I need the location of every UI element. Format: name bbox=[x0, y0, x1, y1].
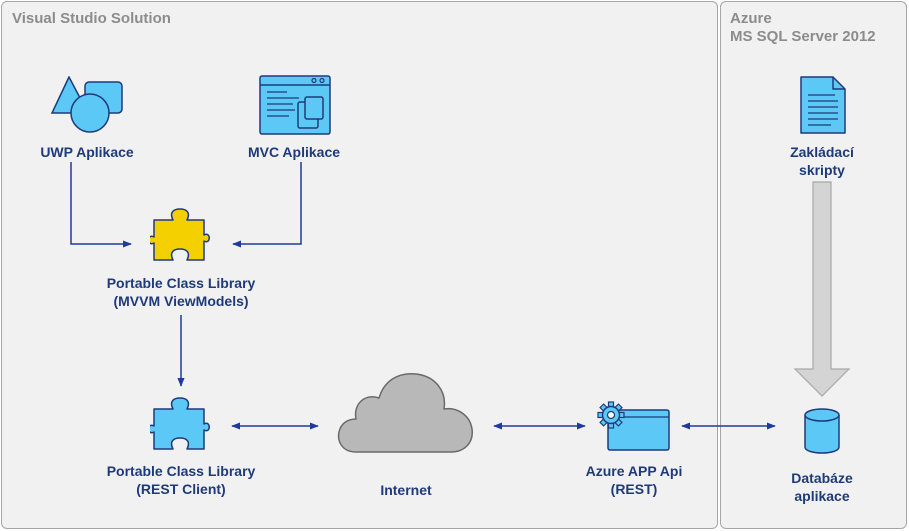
gear-icon bbox=[597, 401, 625, 429]
uwp-aplikace-label: UWP Aplikace bbox=[40, 144, 134, 160]
scripts-label: Zakládací skripty bbox=[762, 143, 882, 179]
pcl-viewmodels-label: Portable Class Library (MVVM ViewModels) bbox=[84, 274, 278, 310]
pcl-rest-client-label: Portable Class Library (REST Client) bbox=[84, 462, 278, 498]
azure-app-api-label: Azure APP Api (REST) bbox=[560, 462, 708, 498]
arrow-uwp-to-pcl bbox=[70, 162, 132, 248]
internet-label: Internet bbox=[380, 482, 432, 498]
pcl-rest-client-label-line1: Portable Class Library bbox=[106, 463, 256, 479]
mvc-aplikace-label: MVC Aplikace bbox=[247, 144, 341, 160]
puzzle-yellow-icon bbox=[150, 208, 210, 261]
scripts-label-line2: skripty bbox=[799, 162, 845, 178]
document-icon bbox=[800, 76, 846, 134]
arrow-scripts-to-database bbox=[793, 181, 851, 397]
scripts-label-line1: Zakládací bbox=[790, 144, 854, 160]
azure-app-api-label-line2: (REST) bbox=[610, 481, 658, 497]
puzzle-blue-icon bbox=[150, 397, 210, 450]
database-icon bbox=[804, 408, 840, 454]
browser-window-icon bbox=[259, 75, 331, 135]
cloud-icon bbox=[337, 373, 473, 453]
panel-title-sql-server: MS SQL Server 2012 bbox=[730, 28, 876, 45]
panel-title-visual-studio: Visual Studio Solution bbox=[12, 10, 171, 27]
pcl-rest-client-label-line2: (REST Client) bbox=[136, 481, 226, 497]
azure-app-api-label-line1: Azure APP Api bbox=[585, 463, 683, 479]
pcl-viewmodels-label-line2: (MVVM ViewModels) bbox=[113, 293, 249, 309]
api-panel-gear-icon bbox=[597, 401, 670, 451]
arrow-mvc-to-pcl bbox=[232, 162, 302, 248]
database-label: Databáze aplikace bbox=[762, 469, 882, 505]
shapes-icon bbox=[50, 76, 123, 133]
database-label-line1: Databáze bbox=[791, 470, 853, 486]
database-label-line2: aplikace bbox=[794, 488, 850, 504]
panel-title-azure: Azure bbox=[730, 10, 772, 27]
pcl-viewmodels-label-line1: Portable Class Library bbox=[106, 275, 256, 291]
